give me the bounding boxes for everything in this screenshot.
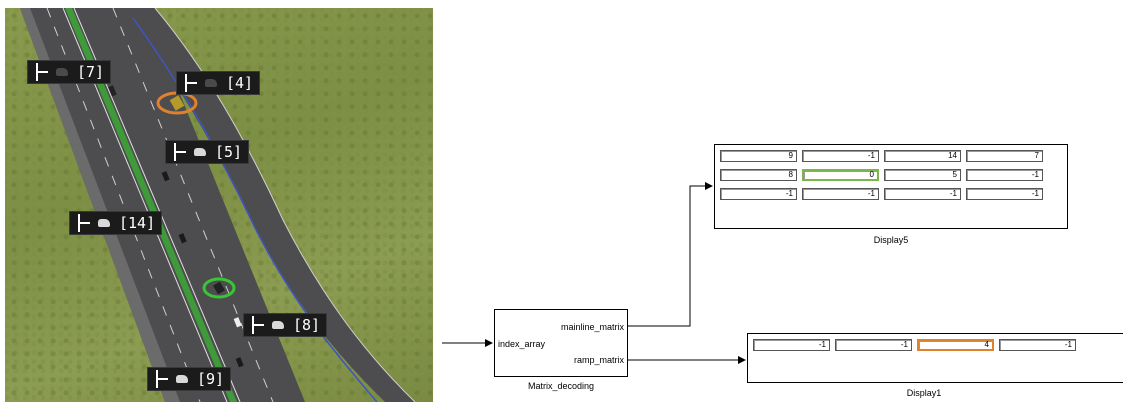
block-caption: Matrix_decoding: [527, 381, 595, 391]
mainline-vehicle-highlight: [202, 277, 236, 299]
vehicle-label: [7]: [27, 60, 112, 84]
output-port-label: ramp_matrix: [573, 355, 624, 365]
display-cell: 5: [884, 169, 961, 181]
vehicle-label: [4]: [176, 71, 261, 95]
display-cell: -1: [999, 339, 1076, 351]
display-cell: -1: [802, 150, 879, 162]
input-port-label: index_array: [498, 339, 546, 349]
highway-road: [20, 8, 416, 402]
simulink-diagram: index_array mainline_matrix ramp_matrix …: [440, 0, 1123, 403]
display-cell: 7: [966, 150, 1043, 162]
display-cell-highlighted: 4: [917, 339, 994, 351]
pin-icon: [36, 63, 50, 81]
car-icon: [194, 148, 206, 156]
vehicle-label: [9]: [147, 367, 232, 391]
car-icon: [272, 321, 284, 329]
display5-block[interactable]: 9 -1 14 7 8 0 5 -1 -1 -1 -1 -1: [714, 144, 1068, 229]
pin-icon: [174, 143, 188, 161]
vehicle-label: [14]: [69, 211, 163, 235]
car-icon: [205, 79, 217, 87]
block-caption: Display1: [906, 388, 942, 398]
display-cell: -1: [802, 188, 879, 200]
pin-icon: [78, 214, 92, 232]
display-cell: -1: [966, 188, 1043, 200]
display-cell: -1: [884, 188, 961, 200]
vehicle-id: [8]: [293, 316, 321, 334]
block-caption: Display5: [873, 235, 909, 245]
matrix-decoding-block[interactable]: index_array mainline_matrix ramp_matrix: [494, 309, 628, 377]
pin-icon: [185, 74, 199, 92]
traffic-simulation-view: [7] [4] [5] [14] [8] [9]: [5, 8, 433, 402]
display-cell: 9: [720, 150, 797, 162]
vehicle-id: [4]: [226, 74, 254, 92]
car-icon: [98, 219, 110, 227]
pin-icon: [252, 316, 266, 334]
car-icon: [56, 68, 68, 76]
car-icon: [176, 375, 188, 383]
vehicle-label: [5]: [165, 140, 250, 164]
vehicle-id: [9]: [197, 370, 225, 388]
vehicle-id: [14]: [119, 214, 156, 232]
pin-icon: [156, 370, 170, 388]
display-cell-highlighted: 0: [802, 169, 879, 181]
display-cell: -1: [966, 169, 1043, 181]
display-cell: -1: [720, 188, 797, 200]
vehicle-id: [7]: [77, 63, 105, 81]
display-cell: -1: [753, 339, 830, 351]
output-port-label: mainline_matrix: [560, 322, 624, 332]
display-cell: -1: [835, 339, 912, 351]
display-cell: 8: [720, 169, 797, 181]
display1-block[interactable]: -1 -1 4 -1: [747, 333, 1123, 383]
signal-wires: [442, 182, 746, 364]
vehicle-label: [8]: [243, 313, 328, 337]
vehicle-id: [5]: [215, 143, 243, 161]
display-cell: 14: [884, 150, 961, 162]
